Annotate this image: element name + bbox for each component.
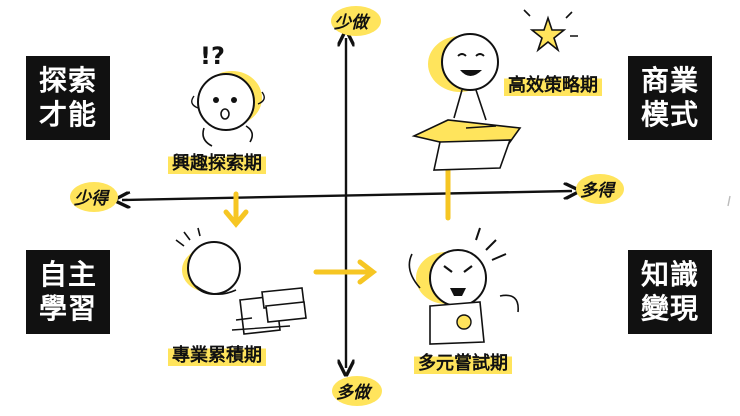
phase-label-explore: 興趣探索期 bbox=[168, 148, 266, 176]
corner-business-model: 商業 模式 bbox=[628, 56, 712, 140]
corner-knowledge-monetization: 知識 變現 bbox=[628, 250, 712, 334]
phase-label-accumulate: 專業累積期 bbox=[168, 340, 266, 368]
corner-explore-talent: 探索 才能 bbox=[26, 56, 110, 140]
right-axis-highlight bbox=[576, 174, 624, 204]
horizontal-axis bbox=[122, 191, 572, 200]
phase-label-strategy: 高效策略期 bbox=[504, 70, 602, 98]
determined-character bbox=[408, 227, 519, 345]
studying-character bbox=[175, 227, 307, 335]
corner-line-2: 變現 bbox=[640, 292, 699, 325]
flow-arrow-down bbox=[223, 191, 249, 228]
corner-line-1: 探索 bbox=[38, 64, 97, 97]
axis-label-top: 少做 bbox=[334, 13, 368, 33]
question-marks-text: !? bbox=[200, 42, 225, 70]
bottom-axis-highlight bbox=[332, 376, 382, 406]
corner-self-learning: 自主 學習 bbox=[26, 250, 110, 334]
flow-arrow-right bbox=[313, 259, 378, 285]
axis-label-right: 多得 bbox=[580, 181, 614, 201]
happy-character bbox=[411, 33, 522, 171]
corner-line-1: 知識 bbox=[640, 258, 699, 291]
corner-line-2: 模式 bbox=[640, 98, 699, 131]
phase-label-trial: 多元嘗試期 bbox=[414, 348, 512, 376]
corner-line-2: 才能 bbox=[38, 98, 97, 131]
star-sparkle-icon bbox=[523, 9, 578, 37]
left-axis-highlight bbox=[70, 182, 118, 212]
corner-line-2: 學習 bbox=[38, 292, 97, 325]
top-axis-highlight bbox=[331, 6, 381, 36]
axis-label-left: 少得 bbox=[74, 189, 108, 209]
corner-line-1: 商業 bbox=[640, 64, 699, 97]
axis-label-bottom: 多做 bbox=[336, 383, 370, 403]
curious-character bbox=[191, 71, 265, 147]
tree-sketch bbox=[727, 195, 731, 207]
star-icon bbox=[529, 15, 567, 53]
corner-line-1: 自主 bbox=[38, 258, 97, 291]
